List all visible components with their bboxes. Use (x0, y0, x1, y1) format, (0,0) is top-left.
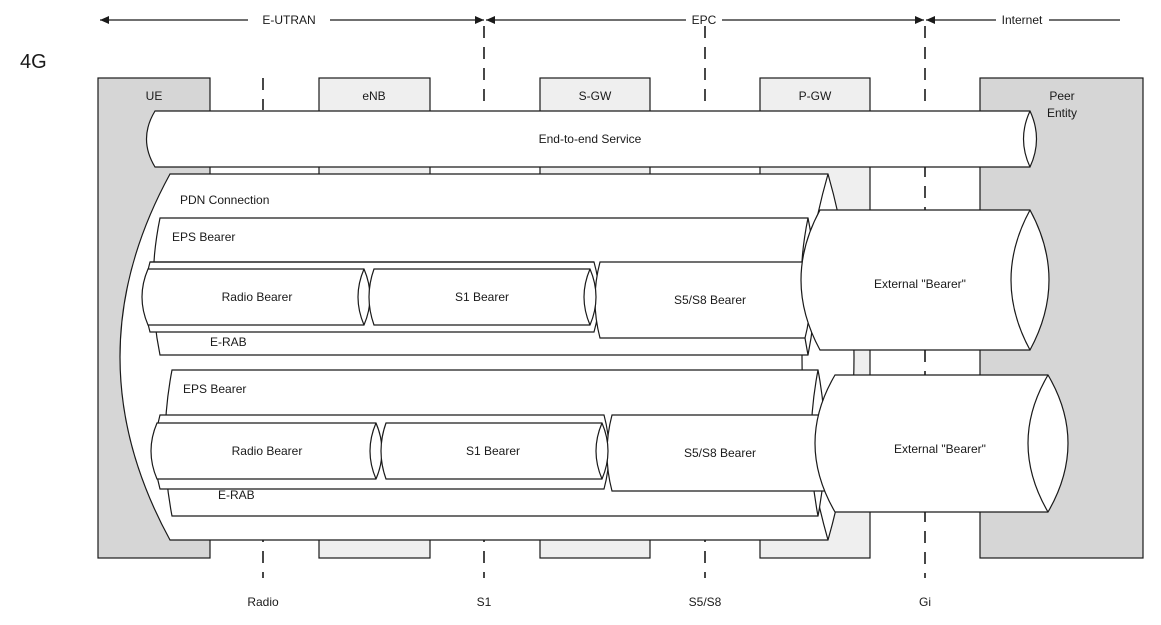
peer-label-line2: Entity (1047, 106, 1077, 120)
pdn-connection-label: PDN Connection (180, 193, 269, 207)
domain-arrows (100, 16, 1120, 24)
erab-label-2: E-RAB (218, 488, 255, 502)
interface-label-gi: Gi (919, 595, 931, 609)
generation-label: 4G (20, 51, 47, 73)
s1-bearer-pipe-2 (380, 422, 609, 480)
interface-label-s5s8: S5/S8 (689, 595, 722, 609)
eps-bearer-label-1: EPS Bearer (172, 230, 235, 244)
enb-label: eNB (362, 89, 385, 103)
s1-bearer-label-1: S1 Bearer (455, 290, 509, 304)
external-bearer-label-1: External "Bearer" (874, 277, 966, 291)
peer-label-line1: Peer (1049, 89, 1074, 103)
s1-bearer-label-2: S1 Bearer (466, 444, 520, 458)
erab-label-1: E-RAB (210, 335, 247, 349)
end-to-end-service-label: End-to-end Service (539, 132, 642, 146)
sgw-label: S-GW (579, 89, 612, 103)
domain-label-eutran: E-UTRAN (262, 13, 315, 27)
interface-label-radio: Radio (247, 595, 279, 609)
radio-bearer-label-2: Radio Bearer (232, 444, 303, 458)
interface-label-s1: S1 (477, 595, 492, 609)
ue-label: UE (146, 89, 163, 103)
radio-bearer-pipe-1 (141, 268, 371, 326)
s5s8-bearer-label-1: S5/S8 Bearer (674, 293, 746, 307)
domain-label-epc: EPC (692, 13, 717, 27)
external-bearer-pipe-1 (800, 209, 1050, 351)
s5s8-bearer-label-2: S5/S8 Bearer (684, 446, 756, 460)
eps-bearer-label-2: EPS Bearer (183, 382, 246, 396)
external-bearer-label-2: External "Bearer" (894, 442, 986, 456)
s1-bearer-pipe-1 (368, 268, 597, 326)
radio-bearer-label-1: Radio Bearer (222, 290, 293, 304)
radio-bearer-pipe-2 (150, 422, 383, 480)
domain-label-internet: Internet (1002, 13, 1043, 27)
pgw-label: P-GW (799, 89, 832, 103)
external-bearer-pipe-2 (814, 374, 1069, 513)
end-to-end-service-pipe (145, 110, 1038, 168)
